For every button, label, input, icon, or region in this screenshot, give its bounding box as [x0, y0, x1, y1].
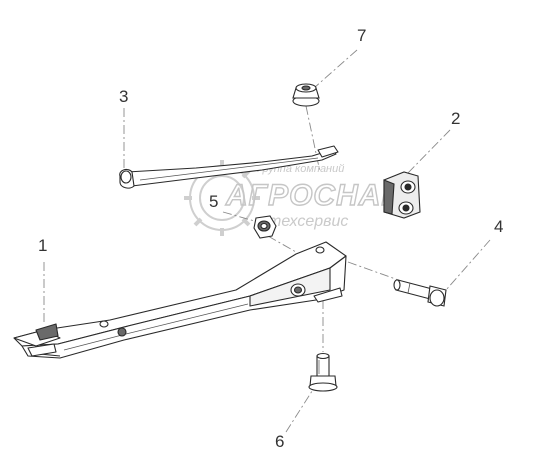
leader-4	[445, 239, 491, 291]
part-2-clamp	[383, 171, 421, 219]
callout-6: 6	[275, 432, 285, 451]
leader-7	[313, 49, 358, 89]
leader-5	[222, 211, 259, 223]
axis-nut-to-bracket	[267, 235, 297, 253]
part-5-nut	[253, 215, 277, 239]
callout-2: 2	[451, 109, 461, 128]
callout-5: 5	[209, 192, 219, 211]
part-1-bracket	[13, 241, 347, 359]
leader-6	[285, 387, 315, 433]
callout-7: 7	[357, 26, 367, 45]
axis-pin-to-bracket	[347, 261, 405, 283]
watermark-bottom-text: техсервис	[268, 213, 348, 230]
callout-3: 3	[119, 87, 129, 106]
part-6-bolt	[308, 352, 338, 392]
part-3-strap	[119, 145, 339, 189]
callout-1: 1	[38, 236, 48, 255]
callout-4: 4	[494, 217, 504, 236]
watermark-brand: АГРОСНАБ	[225, 179, 404, 212]
watermark-gear-hub	[199, 175, 245, 221]
part-7-nut	[292, 83, 320, 107]
leader-2	[404, 129, 451, 177]
part-4-pin	[393, 279, 447, 307]
leader-lines	[43, 49, 491, 433]
watermark-gear-teeth	[184, 160, 260, 236]
